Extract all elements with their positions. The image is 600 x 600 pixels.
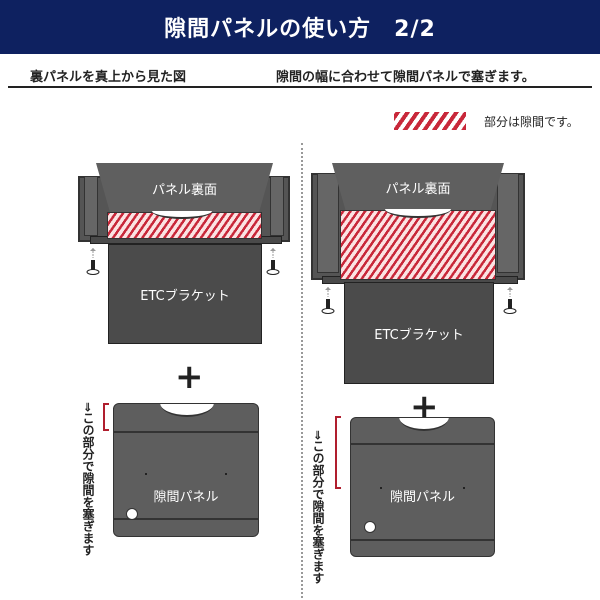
panel-fold-line: [114, 431, 258, 433]
gap-panel-label: 隙間パネル: [153, 490, 219, 505]
side-note: ⇒この部分で隙間を塞ぎます: [311, 430, 325, 585]
etc-bracket-label: ETCブラケット: [140, 288, 230, 304]
screw-icon: [266, 248, 280, 275]
plus-icon: +: [175, 357, 204, 397]
gap-panel: 隙間パネル: [350, 417, 495, 557]
subheading-top-view: 裏パネルを真上から見た図: [30, 70, 187, 85]
hole-dot: [225, 473, 227, 475]
red-bracket-indicator: [335, 416, 341, 489]
divider-rule: [8, 86, 592, 88]
screw-icon: [503, 287, 517, 314]
hatch-swatch-icon: [394, 112, 466, 130]
subheading-instruction: 隙間の幅に合わせて隙間パネルで塞ぎます。: [276, 70, 535, 85]
side-note: ⇒この部分で隙間を塞ぎます: [81, 402, 95, 557]
panel-cutout: [399, 418, 449, 431]
panel-fold-line: [114, 518, 258, 520]
hole-dot: [463, 487, 465, 489]
legend: 部分は隙間です。: [394, 112, 579, 130]
legend-text: 部分は隙間です。: [484, 114, 579, 129]
frame-rail-left: [84, 176, 98, 236]
panel-back: パネル裏面: [332, 163, 504, 211]
panel-fold-line: [351, 539, 494, 541]
panel-notch: [152, 211, 212, 219]
gap-panel: 隙間パネル: [113, 403, 259, 537]
panel-back: パネル裏面: [96, 163, 273, 213]
gap-panel-label: 隙間パネル: [389, 490, 455, 505]
red-bracket-indicator: [103, 403, 109, 431]
etc-bracket: ETCブラケット: [108, 244, 262, 344]
hole-dot: [380, 487, 382, 489]
gap-area-hatch: [340, 210, 496, 280]
panel-hole: [126, 508, 138, 520]
panel-cutout: [160, 404, 214, 417]
frame-rail-right: [497, 173, 519, 273]
etc-bracket-label: ETCブラケット: [374, 327, 464, 343]
dotted-divider: [301, 143, 303, 598]
screw-icon: [321, 287, 335, 314]
page-title: 隙間パネルの使い方 2/2: [0, 0, 600, 54]
screw-icon: [86, 248, 100, 275]
frame-rail-left: [317, 173, 339, 273]
frame-rail-right: [270, 176, 284, 236]
panel-fold-line: [351, 443, 494, 445]
panel-back-label: パネル裏面: [385, 181, 451, 197]
etc-bracket: ETCブラケット: [344, 282, 494, 384]
panel-back-label: パネル裏面: [151, 182, 217, 198]
hole-dot: [145, 473, 147, 475]
panel-hole: [364, 521, 376, 533]
panel-notch: [385, 209, 451, 218]
